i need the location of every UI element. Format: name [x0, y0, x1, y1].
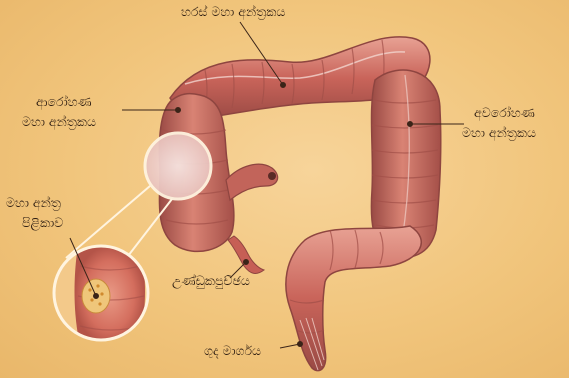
label-appendix: උණ්ඩුකපුච්ඡය	[172, 272, 250, 289]
leader-rectum	[280, 344, 300, 348]
ileum-stub-shape	[226, 164, 278, 200]
sigmoid-rectum-shape	[286, 226, 421, 371]
zoomed-polyp-view	[52, 244, 152, 345]
label-transverse-colon: හරස් මහා අන්ත්‍රකය	[181, 3, 285, 20]
label-rectum: ගුද මාර්ගය	[204, 342, 261, 359]
magnifier-lens	[145, 133, 211, 199]
appendix-shape	[228, 236, 264, 273]
label-descending-colon-line1: අවරෝහණ	[474, 104, 535, 121]
label-polyp-line2: පිළිකාව	[22, 214, 63, 231]
label-polyp-line1: මහා අන්ත්‍ර	[6, 194, 61, 211]
label-descending-colon-line2: මහා අන්ත්‍රකය	[462, 124, 536, 141]
label-ascending-colon-line1: ආරෝහණ	[36, 93, 92, 110]
label-ascending-colon-line2: මහා අන්ත්‍රකය	[22, 113, 96, 130]
